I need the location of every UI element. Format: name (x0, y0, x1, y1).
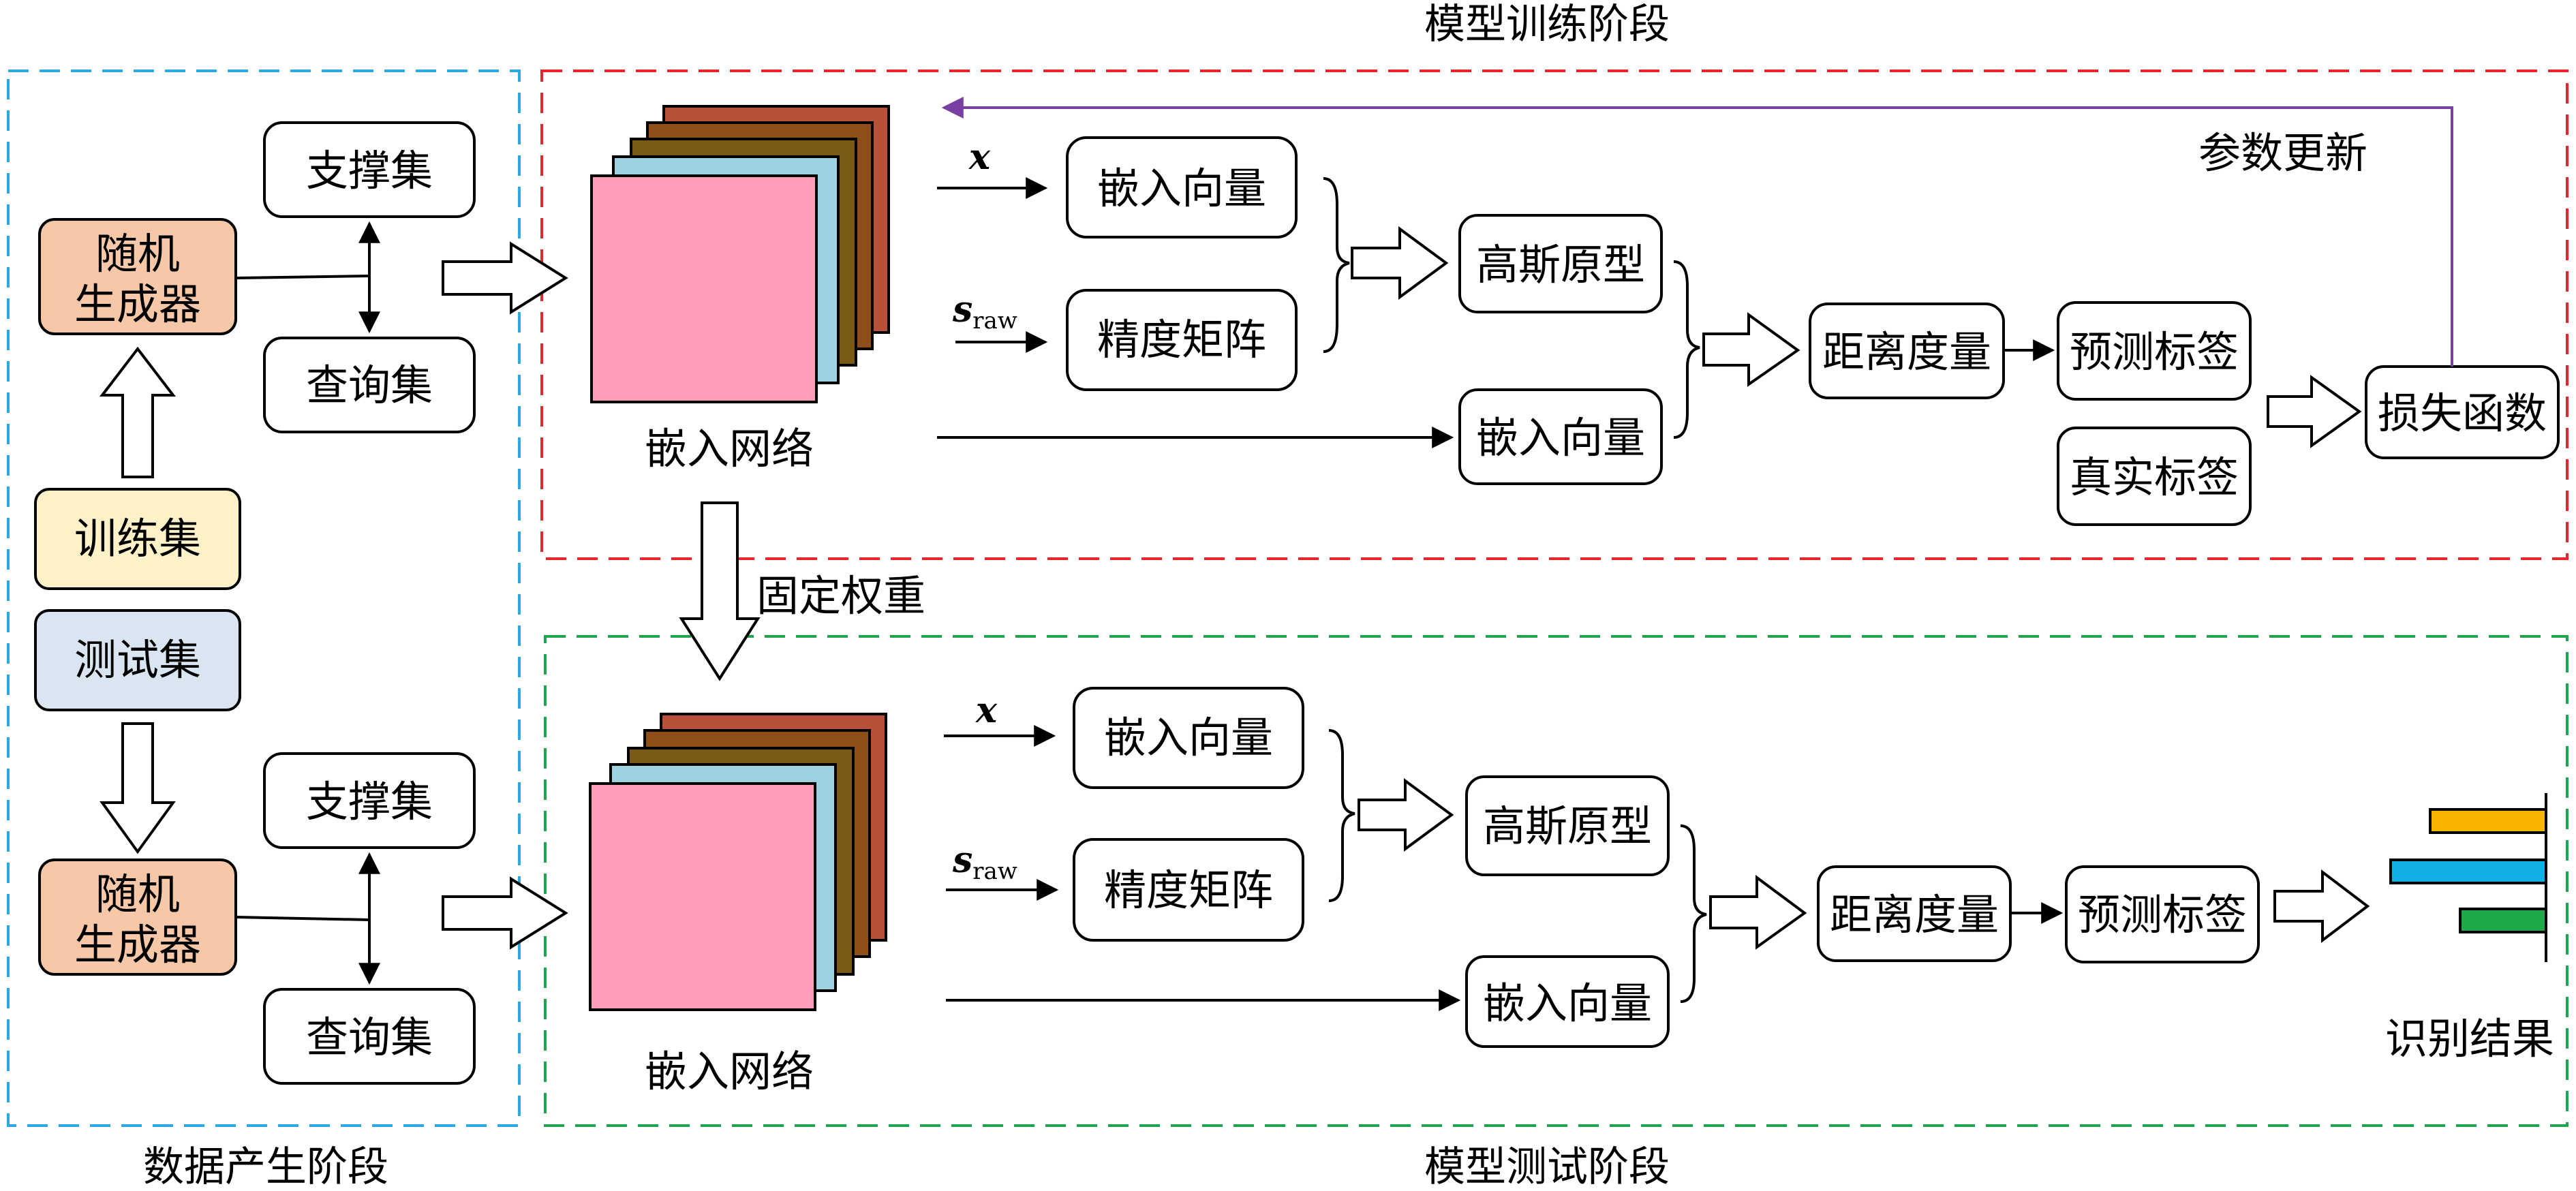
generator-top-link (235, 275, 370, 279)
test-x-var: x (975, 690, 998, 731)
test-stage-title: 模型测试阶段 (1424, 1143, 1670, 1191)
test-to-distance-arrow (1709, 875, 1807, 950)
result-bar-2 (2389, 859, 2547, 884)
query-set-bottom: 查询集 (263, 988, 476, 1085)
generator-bottom-link (235, 916, 370, 921)
param-update-label: 参数更新 (2198, 128, 2367, 178)
train-pred-label: 预测标签 (2057, 301, 2252, 401)
train-brace-1 (1323, 177, 1350, 353)
generator-top-label-2: 生成器 (74, 279, 201, 329)
result-label: 识别结果 (2385, 1014, 2554, 1064)
svg-text:损失函数: 损失函数 (2378, 388, 2547, 438)
train-stage-frame (540, 69, 2569, 560)
test-gauss-proto: 高斯原型 (1465, 775, 1670, 876)
train-set: 训练集 (34, 488, 241, 590)
generator-top: 随机 生成器 (38, 218, 237, 335)
svg-text:距离度量: 距离度量 (1830, 890, 1999, 940)
result-bar-3 (2459, 908, 2547, 933)
test-embed-network (589, 713, 887, 1011)
svg-text:真实标签: 真实标签 (2070, 452, 2239, 502)
train-brace-2 (1673, 260, 1700, 439)
test-to-result-arrow (2273, 869, 2370, 944)
test-embed-vec2: 嵌入向量 (1465, 955, 1670, 1048)
svg-text:嵌入向量: 嵌入向量 (1104, 713, 1273, 762)
test-embed-network-label: 嵌入网络 (645, 1047, 814, 1096)
svg-text:嵌入向量: 嵌入向量 (1483, 978, 1652, 1028)
fixed-weights-arrow (679, 501, 761, 681)
train-s-var: sraw (952, 289, 1017, 335)
down-hollow-arrow (99, 722, 176, 854)
test-embed-vec: 嵌入向量 (1073, 687, 1304, 789)
train-precision: 精度矩阵 (1066, 289, 1298, 391)
data-stage-title: 数据产生阶段 (143, 1143, 388, 1191)
train-embed-network (590, 105, 890, 403)
generator-bottom-label-1: 随机 (95, 869, 180, 919)
generator-top-label-1: 随机 (95, 229, 180, 279)
test-brace-1 (1328, 729, 1355, 902)
train-set-label: 训练集 (74, 514, 201, 563)
svg-text:预测标签: 预测标签 (2078, 890, 2247, 940)
generator-bottom: 随机 生成器 (38, 859, 237, 976)
train-gauss-proto: 高斯原型 (1458, 214, 1663, 313)
test-set: 测试集 (34, 609, 241, 711)
query-set-top-label: 查询集 (306, 360, 433, 410)
svg-text:高斯原型: 高斯原型 (1483, 801, 1652, 851)
test-s-var: sraw (952, 839, 1017, 885)
to-train-net-arrow (442, 241, 568, 315)
train-to-gauss-arrow (1351, 226, 1449, 300)
test-brace-2 (1680, 824, 1707, 1003)
test-stage-frame (544, 635, 2569, 1127)
support-set-top: 支撑集 (263, 121, 476, 218)
train-to-distance-arrow (1702, 312, 1800, 387)
up-hollow-arrow (99, 346, 177, 478)
train-x-var: x (968, 136, 991, 178)
train-true-label: 真实标签 (2057, 427, 2252, 526)
train-stage-title: 模型训练阶段 (1424, 1, 1670, 48)
query-set-bottom-label: 查询集 (306, 1012, 433, 1062)
test-set-label: 测试集 (74, 635, 201, 685)
test-pred-label: 预测标签 (2065, 865, 2260, 963)
support-set-top-label: 支撑集 (306, 146, 433, 196)
generator-bottom-label-2: 生成器 (74, 920, 201, 970)
fixed-weights-label: 固定权重 (756, 571, 925, 621)
train-loss: 损失函数 (2365, 365, 2560, 459)
svg-text:距离度量: 距离度量 (1822, 327, 1991, 377)
train-to-loss-arrow (2267, 375, 2362, 448)
svg-text:精度矩阵: 精度矩阵 (1104, 865, 1273, 915)
test-to-gauss-arrow (1358, 778, 1454, 852)
support-set-bottom-label: 支撑集 (306, 777, 433, 826)
svg-text:高斯原型: 高斯原型 (1476, 240, 1645, 290)
support-set-bottom: 支撑集 (263, 752, 476, 849)
svg-text:嵌入向量: 嵌入向量 (1097, 164, 1266, 213)
svg-text:嵌入向量: 嵌入向量 (1476, 413, 1645, 463)
result-bars (2389, 793, 2547, 962)
test-precision: 精度矩阵 (1073, 838, 1304, 942)
query-set-top: 查询集 (263, 337, 476, 433)
test-distance: 距离度量 (1817, 865, 2012, 962)
param-update-arrow (941, 97, 2453, 367)
svg-text:精度矩阵: 精度矩阵 (1097, 315, 1266, 365)
train-distance: 距离度量 (1809, 303, 2005, 399)
train-embed-vec2: 嵌入向量 (1458, 388, 1663, 485)
svg-text:预测标签: 预测标签 (2070, 327, 2239, 377)
result-bar-1 (2429, 808, 2547, 834)
train-embed-vec: 嵌入向量 (1066, 136, 1298, 238)
data-stage-frame (7, 69, 521, 1127)
train-embed-network-label: 嵌入网络 (645, 424, 814, 474)
to-test-net-arrow (442, 876, 568, 950)
